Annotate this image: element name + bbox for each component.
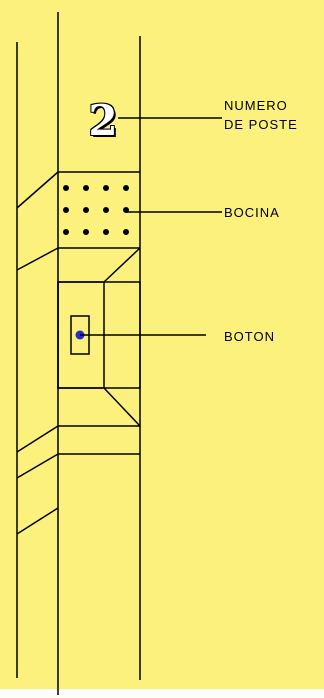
post-number: 2	[88, 96, 118, 145]
speaker-hole	[103, 229, 109, 235]
side-diagonal-3	[16, 425, 59, 453]
speaker-hole	[63, 229, 69, 235]
label-numero-de-poste: NUMERO DE POSTE	[224, 96, 298, 134]
speaker-grille	[63, 185, 129, 235]
side-diagonal-1	[16, 171, 59, 209]
speaker-hole	[83, 185, 89, 191]
side-diagonal-2	[16, 247, 59, 271]
bevel-top	[103, 247, 141, 283]
speaker-hole	[83, 229, 89, 235]
bevel-bottom	[103, 387, 141, 427]
label-numero-line2: DE POSTE	[224, 117, 298, 132]
speaker-hole	[83, 207, 89, 213]
speaker-hole	[103, 207, 109, 213]
label-numero-line1: NUMERO	[224, 98, 288, 113]
label-bocina: BOCINA	[224, 205, 280, 220]
speaker-hole	[63, 207, 69, 213]
speaker-hole	[123, 229, 129, 235]
side-diagonal-4	[16, 453, 59, 479]
speaker-hole	[103, 185, 109, 191]
speaker-hole	[123, 185, 129, 191]
speaker-hole	[63, 185, 69, 191]
side-diagonal-5	[16, 507, 59, 535]
label-boton: BOTON	[224, 329, 275, 344]
